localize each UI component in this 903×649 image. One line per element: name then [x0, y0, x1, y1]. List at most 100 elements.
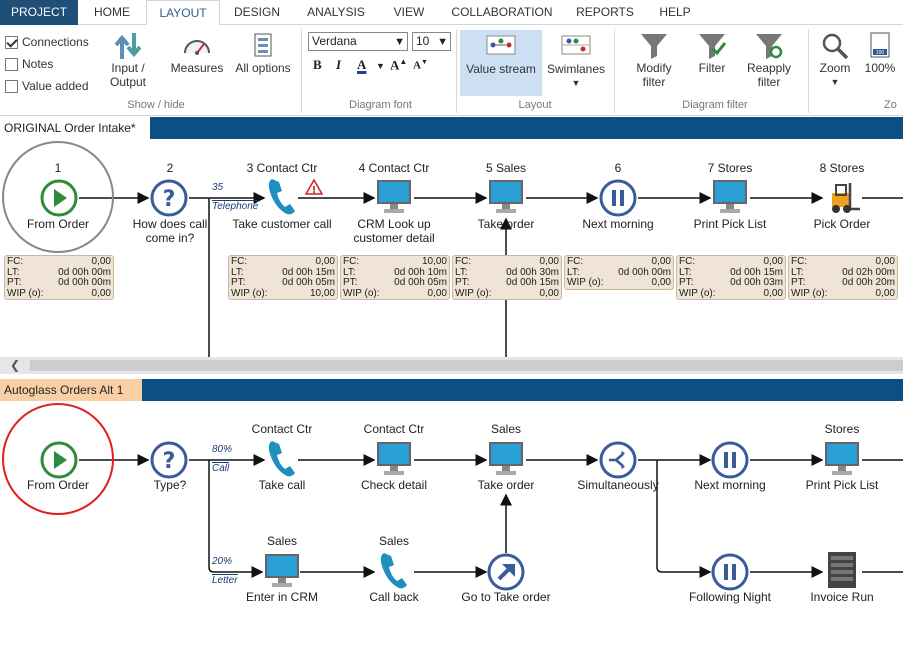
chevron-left-icon[interactable]: ❮ — [10, 358, 21, 372]
tab-home[interactable]: HOME — [94, 5, 130, 19]
swimlanes-button[interactable]: Swimlanes ▼ — [545, 30, 607, 96]
value-added-checkbox[interactable]: Value added — [5, 79, 89, 93]
pause-icon[interactable] — [599, 179, 637, 217]
shrink-font-button[interactable]: A▼ — [413, 58, 428, 72]
input-output-button[interactable]: Input / Output — [102, 31, 154, 97]
info-box[interactable]: FC:0,00 LT:0d 00h 15m PT:0d 00h 03m WIP … — [676, 255, 786, 300]
scrollbar-thumb[interactable] — [30, 360, 903, 371]
node-label: Take call — [258, 478, 306, 492]
node-number: 4 Contact Ctr — [358, 161, 430, 175]
question-icon[interactable]: ? — [150, 179, 188, 217]
all-options-icon — [254, 33, 272, 57]
computer-icon[interactable] — [712, 179, 748, 215]
all-options-button[interactable]: All options — [232, 31, 294, 87]
tab-view[interactable]: VIEW — [393, 5, 425, 19]
diagram2-canvas[interactable]: From Order ? Type? 80% Call 20% Letter C… — [0, 401, 903, 649]
warning-icon[interactable]: ! — [305, 179, 323, 195]
info-row: FC:0,00 — [455, 256, 559, 268]
info-value: 0d 00h 15m — [730, 266, 783, 278]
chevron-down-icon: ▼ — [376, 61, 385, 71]
pause-icon[interactable] — [711, 553, 749, 591]
info-key: FC: — [679, 256, 696, 267]
chevron-down-icon: ▼ — [571, 78, 581, 88]
group-separator — [456, 29, 457, 113]
info-box[interactable]: FC:0,00 LT:0d 00h 30m PT:0d 00h 15m WIP … — [452, 255, 562, 300]
zoom-button[interactable]: Zoom ▼ — [814, 31, 856, 97]
tab-analysis[interactable]: ANALYSIS — [307, 5, 365, 19]
swimlanes-label: Swimlanes — [546, 62, 606, 76]
pause-icon[interactable] — [711, 441, 749, 479]
forklift-icon[interactable] — [824, 181, 862, 215]
node-number: 1 — [54, 161, 62, 175]
font-size-value: 10 — [416, 34, 430, 48]
computer-icon[interactable] — [376, 179, 412, 215]
swimlanes-icon — [561, 35, 591, 55]
node-label: Call back — [369, 590, 419, 604]
info-row: PT:0d 00h 20m — [791, 277, 895, 289]
notes-checkbox[interactable]: Notes — [5, 57, 53, 71]
connections-checkbox[interactable]: Connections — [5, 35, 89, 49]
zoom-100-icon: 100 — [870, 32, 890, 58]
tab-project[interactable]: PROJECT — [0, 0, 78, 25]
info-box[interactable]: FC:10,00 LT:0d 00h 10m PT:0d 00h 05m WIP… — [340, 255, 450, 300]
info-row: FC:0,00 — [791, 256, 895, 268]
info-box[interactable]: FC:0,00 LT:0d 00h 00m PT:0d 00h 00m WIP … — [4, 255, 114, 300]
info-row: WIP (o):0,00 — [679, 288, 783, 300]
ribbon: Connections Notes Value added Input / Ou… — [0, 25, 903, 116]
node-label: Next morning — [582, 217, 654, 231]
phone-icon[interactable] — [378, 551, 410, 591]
value-stream-button[interactable]: Value stream — [460, 30, 542, 96]
lane-label: Contact Ctr — [251, 422, 313, 436]
node-label: Invoice Run — [810, 590, 874, 604]
node-label: Type? — [153, 478, 187, 492]
tab-help[interactable]: HELP — [659, 5, 691, 19]
reapply-filter-button[interactable]: Reapply filter — [740, 31, 798, 97]
font-family-select[interactable]: Verdana▼ — [308, 32, 408, 51]
info-row: WIP (o):0,00 — [567, 277, 671, 289]
horizontal-scrollbar[interactable]: ❮ — [0, 357, 903, 374]
diagram1-canvas[interactable]: 1 From Order 2 ? How does call come in? … — [0, 139, 903, 357]
tab-collaboration[interactable]: COLLABORATION — [451, 5, 553, 19]
info-box[interactable]: FC:0,00 LT:0d 00h 00m WIP (o):0,00 — [564, 255, 674, 290]
info-row: WIP (o):0,00 — [455, 287, 559, 300]
computer-icon[interactable] — [824, 441, 860, 477]
funnel-edit-icon — [641, 34, 667, 59]
grow-font-button[interactable]: A▲ — [390, 57, 407, 73]
value-stream-label: Value stream — [466, 62, 536, 76]
lane-label: Contact Ctr — [363, 422, 425, 436]
measures-button[interactable]: Measures — [168, 31, 226, 87]
computer-icon[interactable] — [488, 179, 524, 215]
tab-design[interactable]: DESIGN — [233, 5, 280, 19]
font-color-button[interactable]: A — [357, 57, 367, 72]
info-row: FC:0,00 — [567, 256, 671, 268]
info-key: WIP (o): — [455, 287, 492, 299]
modify-filter-button[interactable]: Modify filter — [625, 31, 683, 97]
computer-icon[interactable] — [376, 441, 412, 477]
question-icon[interactable]: ? — [150, 441, 188, 479]
bold-button[interactable]: B — [313, 57, 322, 72]
computer-icon[interactable] — [488, 441, 524, 477]
gauge-icon — [184, 40, 210, 55]
goto-icon[interactable] — [487, 553, 525, 591]
node-label: Take order — [477, 217, 535, 231]
phone-icon[interactable] — [266, 177, 298, 217]
info-key: FC: — [567, 256, 584, 267]
info-row: LT:0d 00h 15m — [679, 266, 783, 279]
server-icon[interactable] — [826, 551, 858, 589]
info-box[interactable]: FC:0,00 LT:0d 00h 15m PT:0d 00h 05m WIP … — [228, 255, 338, 300]
tab-layout[interactable]: LAYOUT — [146, 0, 220, 26]
start-icon[interactable] — [40, 441, 78, 479]
diagram1-tab[interactable]: ORIGINAL Order Intake* ✕ — [0, 117, 150, 157]
italic-button[interactable]: I — [336, 57, 342, 72]
font-size-select[interactable]: 10▼ — [412, 32, 451, 51]
split-icon[interactable] — [599, 441, 637, 479]
zoom-100-button[interactable]: 100 100% — [860, 31, 900, 87]
filter-button[interactable]: Filter — [690, 31, 734, 87]
info-value: 10,00 — [309, 287, 335, 299]
phone-icon[interactable] — [266, 439, 298, 479]
tab-reports[interactable]: REPORTS — [576, 5, 634, 19]
start-icon[interactable] — [40, 179, 78, 217]
info-box[interactable]: FC:0,00 LT:0d 02h 00m PT:0d 00h 20m WIP … — [788, 255, 898, 300]
computer-icon[interactable] — [264, 553, 300, 589]
diagram2-tab[interactable]: Autoglass Orders Alt 1 ✕ — [0, 379, 142, 419]
